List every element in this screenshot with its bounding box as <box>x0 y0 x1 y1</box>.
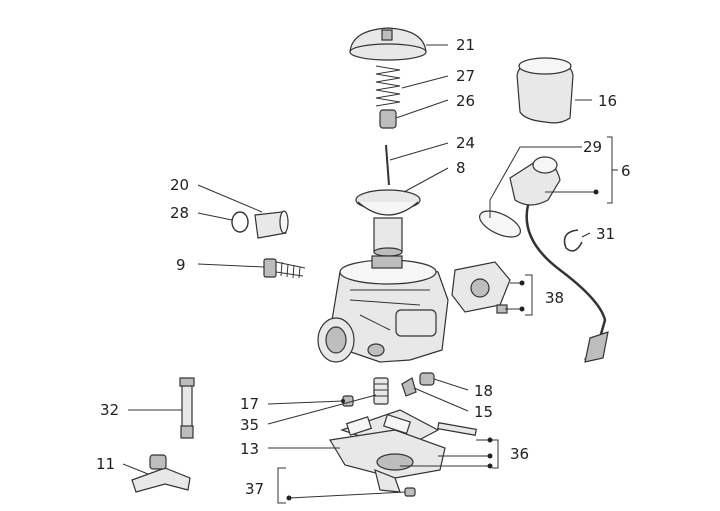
label-9: 9 <box>176 256 186 274</box>
label-31: 31 <box>596 225 615 243</box>
part-8-diaphragm-slide <box>355 189 421 257</box>
part-13-float-bowl <box>329 429 446 493</box>
part-29-gasket <box>479 210 521 238</box>
part-labels: 21 27 26 16 24 8 29 6 20 28 31 9 38 32 1… <box>96 36 631 498</box>
label-13: 13 <box>240 440 259 458</box>
leader-dots <box>286 189 599 501</box>
label-11: 11 <box>96 455 115 473</box>
label-28: 28 <box>170 204 189 222</box>
label-24: 24 <box>456 134 475 152</box>
part-38-choke-unit <box>451 261 511 314</box>
label-16: 16 <box>598 92 617 110</box>
part-20-hose <box>254 210 289 239</box>
label-37: 37 <box>245 480 264 498</box>
label-36: 36 <box>510 445 529 463</box>
part-18-pilot-jet <box>419 372 435 386</box>
part-28-hose-clip <box>231 211 249 233</box>
label-26: 26 <box>456 92 475 110</box>
label-18: 18 <box>474 382 493 400</box>
label-29: 29 <box>583 138 602 156</box>
part-11-elbow-fitting <box>131 454 191 493</box>
part-26-retainer <box>379 109 397 129</box>
part-6-manifold <box>509 156 609 363</box>
label-27: 27 <box>456 67 475 85</box>
part-15-needle-valve <box>401 377 417 397</box>
leader-lines <box>122 44 618 504</box>
part-16-sleeve <box>516 57 574 124</box>
label-17: 17 <box>240 395 259 413</box>
label-8: 8 <box>456 159 466 177</box>
label-6: 6 <box>621 162 631 180</box>
label-35: 35 <box>240 416 259 434</box>
label-32: 32 <box>100 401 119 419</box>
part-31-clip <box>563 229 583 252</box>
part-21-chamber-cover <box>349 27 427 61</box>
label-38: 38 <box>545 289 564 307</box>
label-21: 21 <box>456 36 475 54</box>
label-20: 20 <box>170 176 189 194</box>
part-9-screw <box>263 258 306 279</box>
part-35-jet-holder <box>373 377 389 405</box>
part-32-long-screw <box>179 377 195 439</box>
part-24-needle <box>385 144 390 186</box>
part-27-spring <box>375 65 401 107</box>
carburetor-body <box>317 255 449 363</box>
part-37-drain-screw <box>404 487 416 497</box>
label-15: 15 <box>474 403 493 421</box>
